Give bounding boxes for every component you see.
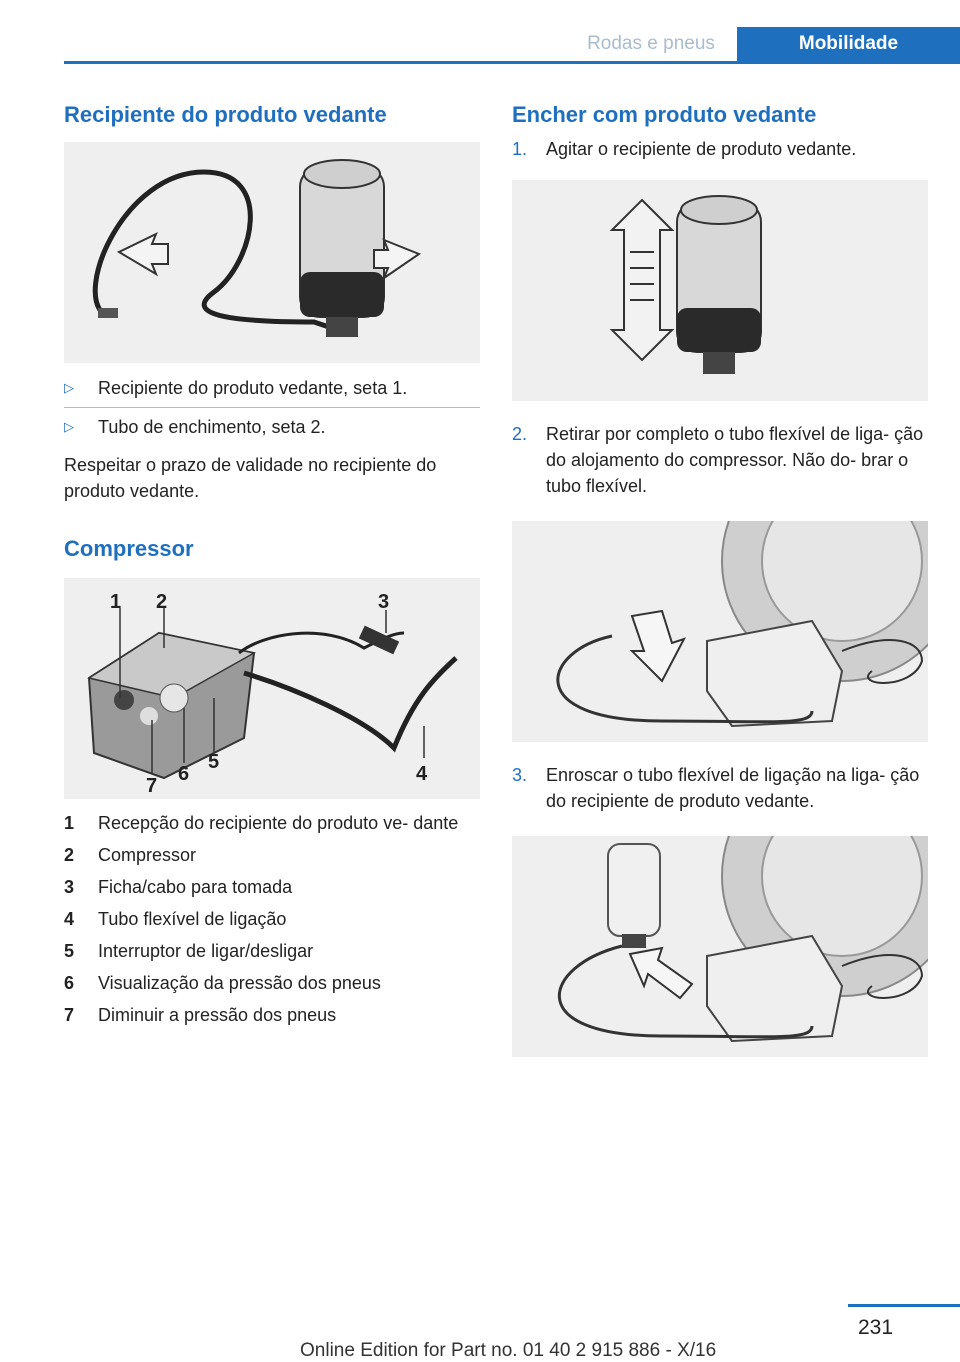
list-item: 3 Ficha/cabo para tomada <box>64 875 480 899</box>
item-number: 3 <box>64 877 75 897</box>
step-item: 2. Retirar por completo o tubo flexível … <box>512 421 928 499</box>
page-number: 231 <box>858 1316 894 1339</box>
list-item: 6 Visualização da pressão dos pneus <box>64 971 480 995</box>
bullet-text: Recipiente do produto vedante, seta 1. <box>98 378 408 398</box>
step-text: Retirar por completo o tubo flexível de … <box>546 424 924 496</box>
fill-sealant-heading: Encher com produto vedante <box>512 102 817 127</box>
item-text: Diminuir a pressão dos pneus <box>98 1005 337 1025</box>
sealant-container-illustration <box>64 142 480 363</box>
compressor-parts-list: 1 Recepção do recipiente do produto ve‐ d… <box>64 811 480 1027</box>
step-number: 3. <box>512 765 528 785</box>
list-item: 5 Interruptor de ligar/desligar <box>64 939 480 963</box>
item-number: 7 <box>64 1005 75 1025</box>
connect-hose-illustration <box>512 836 928 1057</box>
item-number: 4 <box>64 909 75 929</box>
compressor-illustration: 1 2 3 4 5 6 7 <box>64 578 480 799</box>
validity-note: Respeitar o prazo de validade no recipie… <box>64 455 437 501</box>
list-item: ▷ Tubo de enchimento, seta 2. <box>64 407 480 446</box>
remove-hose-illustration <box>512 521 928 742</box>
footer-rule <box>848 1304 960 1307</box>
item-number: 1 <box>64 813 75 833</box>
bullet-list: ▷ Recipiente do produto vedante, seta 1.… <box>64 369 480 446</box>
item-text: Visualização da pressão dos pneus <box>98 973 381 993</box>
triangle-bullet-icon: ▷ <box>64 380 74 395</box>
figure-label: 5 <box>208 751 219 773</box>
figure-label: 7 <box>146 775 157 797</box>
shake-container-illustration <box>512 180 928 401</box>
right-column: Encher com produto vedante 1. Agitar o r… <box>512 100 928 1057</box>
list-item: 7 Diminuir a pressão dos pneus <box>64 1003 480 1027</box>
step-text: Enroscar o tubo flexível de ligação na l… <box>546 765 920 811</box>
item-number: 2 <box>64 845 75 865</box>
bullet-text: Tubo de enchimento, seta 2. <box>98 417 326 437</box>
step-number: 1. <box>512 139 528 159</box>
figure-label: 3 <box>378 591 389 613</box>
item-text: Interruptor de ligar/desligar <box>98 941 314 961</box>
left-column: Recipiente do produto vedante ▷ Recipien… <box>64 100 480 1035</box>
header-rule <box>64 61 960 64</box>
figure-label: 1 <box>110 591 121 613</box>
figure-label: 2 <box>156 591 167 613</box>
item-text: Compressor <box>98 845 197 865</box>
list-item: ▷ Recipiente do produto vedante, seta 1. <box>64 369 480 407</box>
step-number: 2. <box>512 424 528 444</box>
step-item: 3. Enroscar o tubo flexível de ligação n… <box>512 762 928 814</box>
list-item: 4 Tubo flexível de ligação <box>64 907 480 931</box>
item-number: 5 <box>64 941 75 961</box>
item-text: Tubo flexível de ligação <box>98 909 287 929</box>
compressor-heading: Compressor <box>64 536 194 561</box>
edition-note: Online Edition for Part no. 01 40 2 915 … <box>300 1340 717 1361</box>
figure-label: 6 <box>178 763 189 785</box>
figure-label: 4 <box>416 763 428 785</box>
header-chapter-tab: Mobilidade <box>737 27 960 61</box>
step-text: Agitar o recipiente de produto vedante. <box>546 139 857 159</box>
sealant-container-heading: Recipiente do produto vedante <box>64 102 387 127</box>
triangle-bullet-icon: ▷ <box>64 419 74 434</box>
item-text: Recepção do recipiente do produto ve‐ da… <box>98 813 459 833</box>
list-item: 2 Compressor <box>64 843 480 867</box>
header-section-tab: Rodas e pneus <box>567 27 735 61</box>
item-number: 6 <box>64 973 75 993</box>
item-text: Ficha/cabo para tomada <box>98 877 293 897</box>
step-item: 1. Agitar o recipiente de produto vedant… <box>512 136 928 162</box>
list-item: 1 Recepção do recipiente do produto ve‐ d… <box>64 811 480 835</box>
